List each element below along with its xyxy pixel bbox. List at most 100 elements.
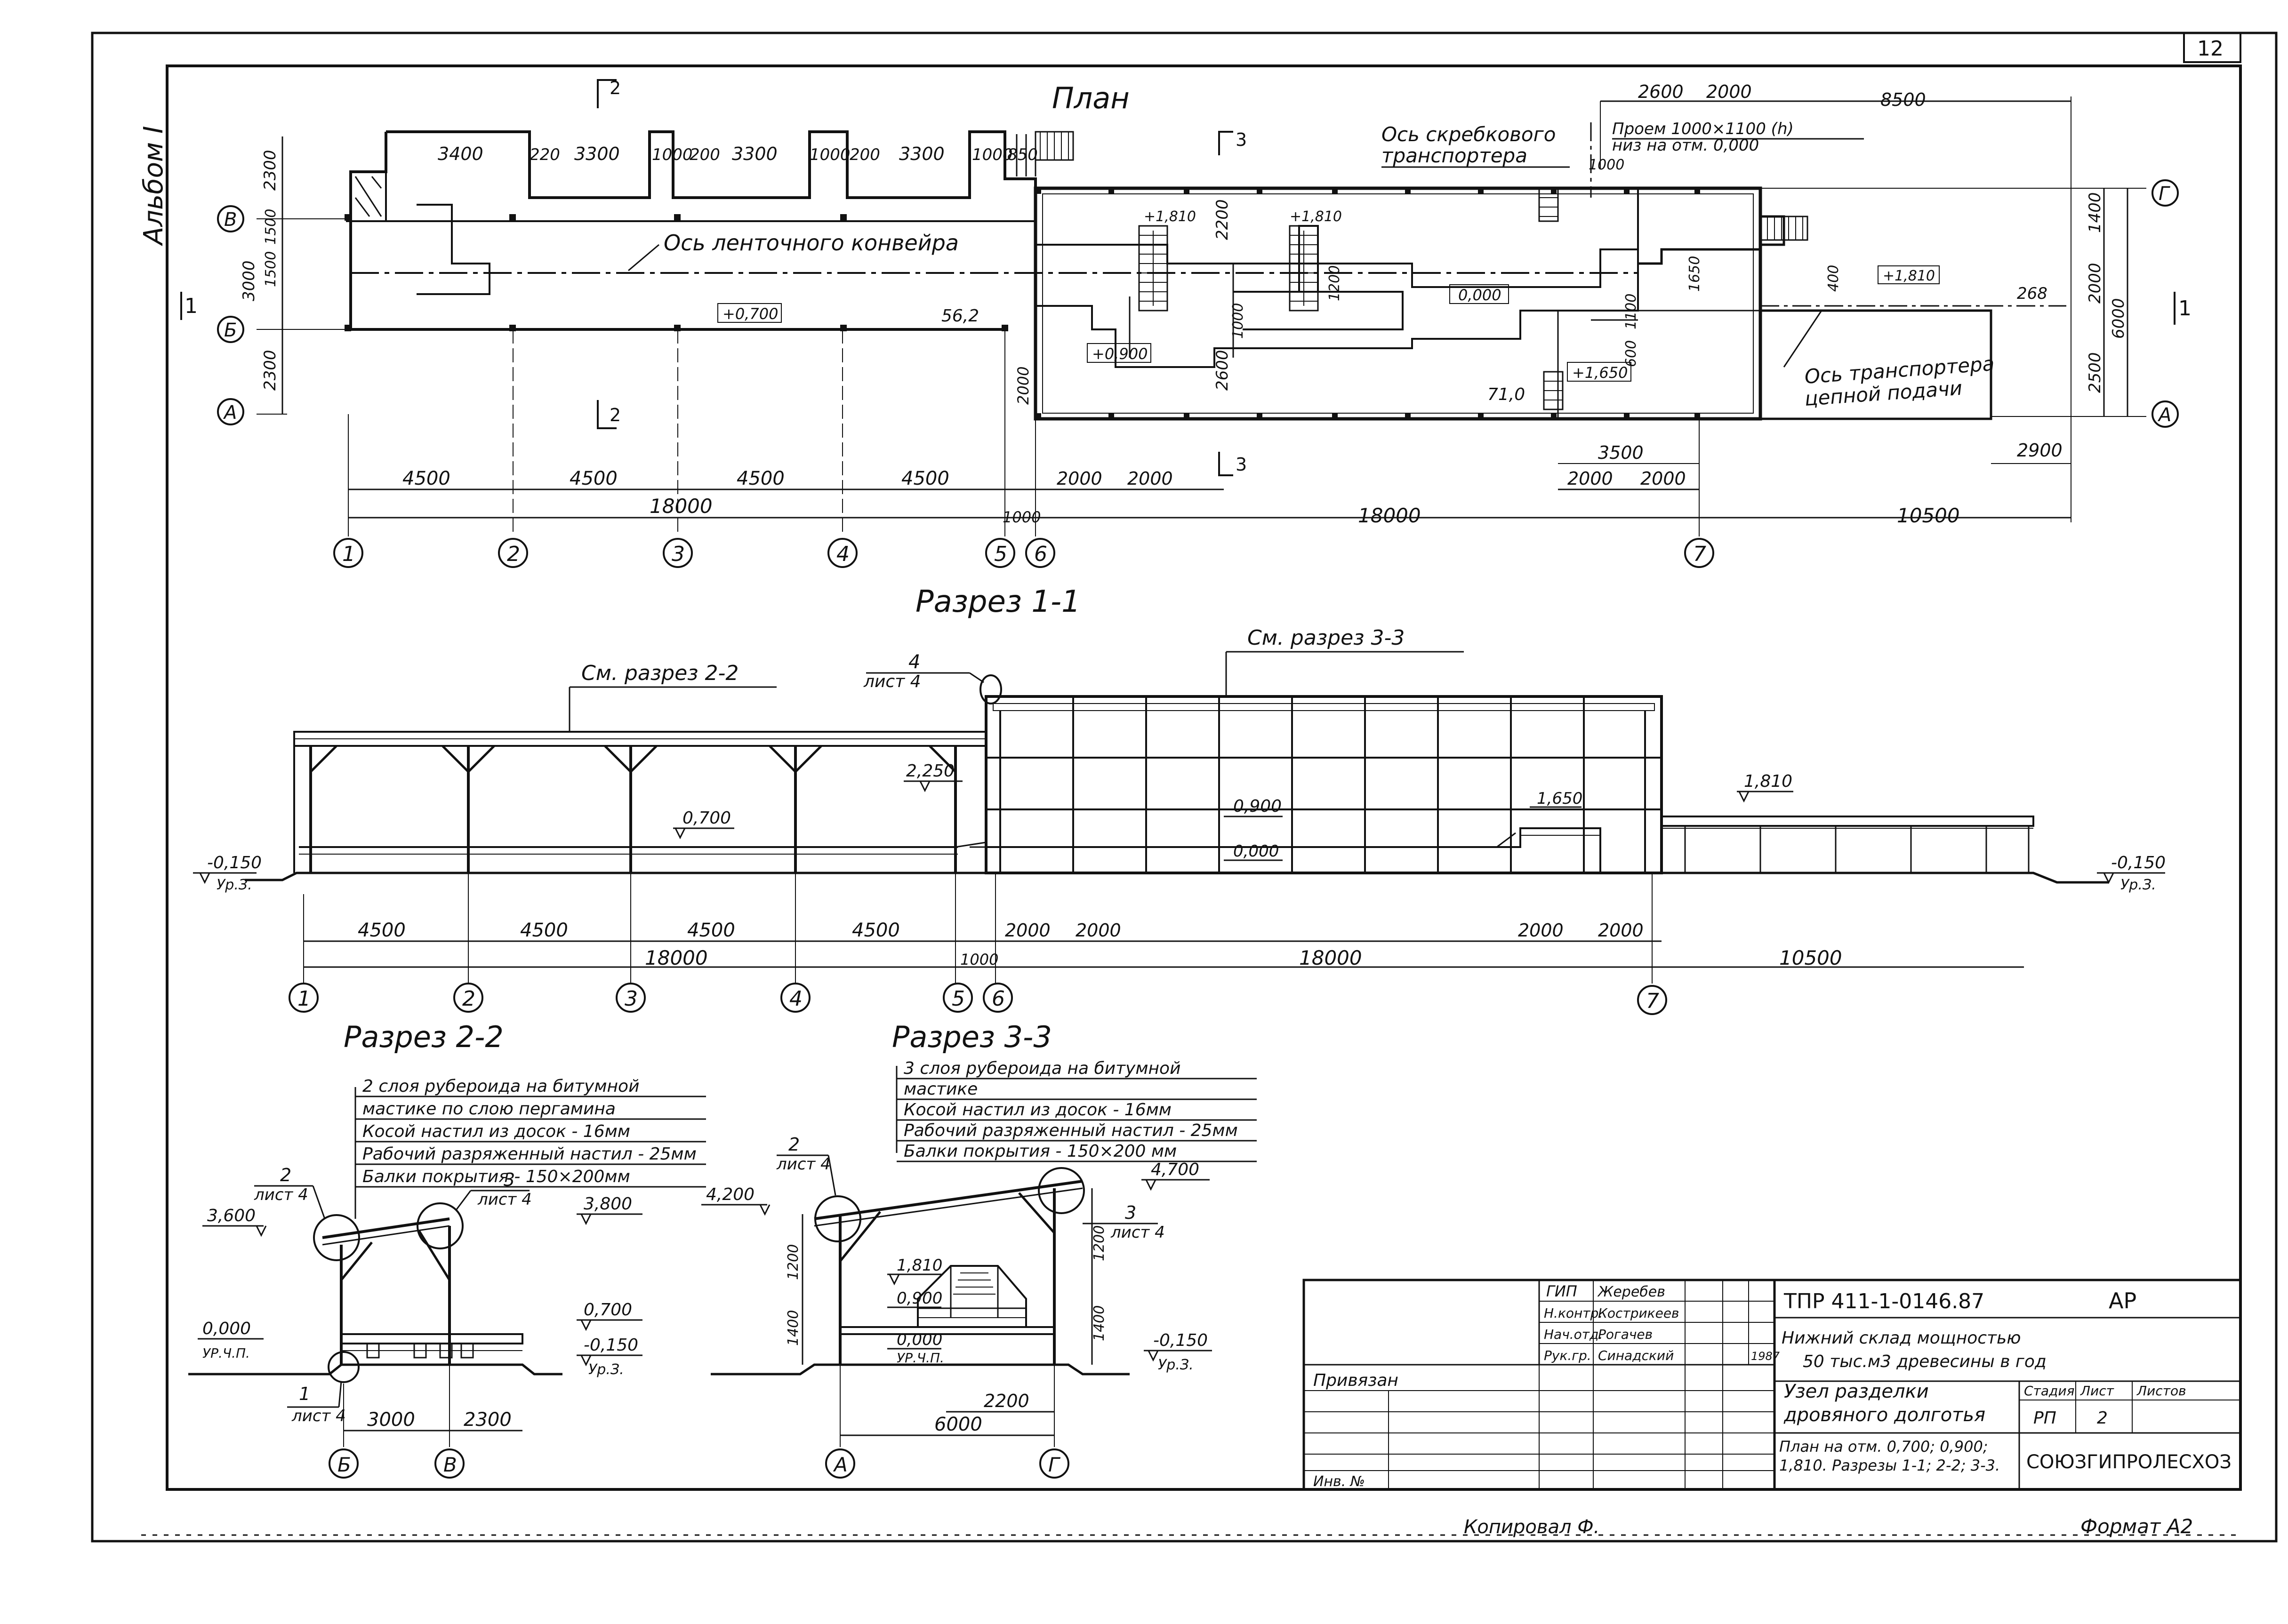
- scraper-axis-label-2: транспортера: [1381, 144, 1527, 167]
- plan-columns-building: [1036, 188, 1700, 419]
- s11-level-0000: 0,000: [1233, 842, 1279, 861]
- tb-name-nkontr: Кострикеев: [1598, 1305, 1679, 1321]
- plan-level-0900: +0,900: [1092, 345, 1148, 363]
- s33-dim-1400-left: 1400: [785, 1310, 802, 1346]
- s33-ground-label: Ур.З.: [1158, 1357, 1194, 1373]
- s33-note-3: Косой настил из досок - 16мм: [904, 1100, 1172, 1120]
- s11-levels: 2,250 0,700 0,900 0,000 1,650 1,810 -0,1…: [193, 761, 2166, 893]
- s33-note-1: 3 слоя рубероида на битумной: [904, 1059, 1180, 1078]
- cut-2-bottom: 2: [610, 405, 621, 425]
- tb-inv: Инв. №: [1313, 1473, 1365, 1490]
- s33-dim-1200-right: 1200: [1091, 1225, 1108, 1261]
- s11-ref-3-3: См. разрез 3-3: [1247, 626, 1405, 650]
- dim-left-2300-bot: 2300: [261, 350, 280, 391]
- plan-total-1000: 1000: [1003, 508, 1041, 526]
- opening-label-1: Проем 1000×1100 (h): [1612, 120, 1794, 138]
- s11-level-2250: 2,250: [906, 761, 955, 781]
- plan-col-3: 3: [672, 542, 685, 566]
- dim-3300-a: 3300: [574, 144, 620, 164]
- row-marker-v: В: [224, 209, 237, 231]
- s11-col-5: 5: [952, 987, 965, 1011]
- s11-col-7: 7: [1646, 989, 1659, 1013]
- s22-level-3600: 3,600: [207, 1206, 256, 1225]
- dim-1650-inner: 1650: [1686, 256, 1703, 292]
- plan-level-1810-a: +1,810: [1144, 208, 1196, 225]
- s22-note-4: Рабочий разряженный настил - 25мм: [362, 1144, 697, 1164]
- s11-level-m0150-left: -0,150: [207, 853, 262, 872]
- dim-2900: 2900: [2017, 440, 2063, 461]
- title-block: ГИП Жеребев Н.контр. Кострикеев Нач.отд.…: [1302, 1279, 2242, 1491]
- dim-1100-inner: 1100: [1623, 294, 1639, 329]
- s11-total-18000-left: 18000: [645, 946, 708, 969]
- plan-col-7: 7: [1693, 542, 1706, 566]
- plan-right-dims: 1400 2000 2500 6000 Г А 1: [1760, 179, 2192, 428]
- s22-note-1: 2 слоя рубероида на битумной: [362, 1077, 639, 1096]
- dim-1000-c: 1000: [972, 145, 1013, 164]
- plan-left-dims: 2300 1500 3000 1500 2300 В Б А: [217, 136, 351, 425]
- s11-col-3: 3: [625, 987, 638, 1011]
- dim-600-inner: 600: [1623, 340, 1639, 367]
- dim-3300-c: 3300: [899, 144, 945, 164]
- plan-span-2-3: 4500: [570, 468, 618, 489]
- s33-floor-label: УР.Ч.П.: [897, 1350, 944, 1366]
- s11-level-0900: 0,900: [1233, 797, 1282, 816]
- dim-400: 400: [1825, 265, 1842, 292]
- cut-2-top: 2: [610, 78, 621, 98]
- tb-name-gip: Жеребев: [1597, 1284, 1665, 1300]
- s33-level-0900: 0,900: [897, 1289, 942, 1308]
- belt-conveyor-axis-label: Ось ленточного конвейра: [664, 230, 959, 256]
- s11-ground-left: Ур.З.: [217, 877, 252, 893]
- section-2-2: Разрез 2-2 2 слоя рубероида на битумной …: [188, 1020, 706, 1479]
- s33-callout-2-num: 2: [788, 1134, 800, 1155]
- plan-span-6-b: 2000: [1127, 468, 1173, 489]
- s11-total-1000: 1000: [960, 951, 998, 968]
- plan-col-4: 4: [836, 542, 850, 566]
- dim-200-b: 200: [850, 145, 880, 164]
- cut-3-top: 3: [1236, 129, 1247, 150]
- plan-level-0700: +0,700: [723, 305, 778, 323]
- s22-level-3800: 3,800: [584, 1194, 632, 1214]
- row-marker-a-right: А: [2157, 404, 2171, 426]
- s33-level-4700: 4,700: [1151, 1160, 1199, 1179]
- dim-2600: 2600: [1638, 81, 1684, 102]
- section-mark-1-right: 1: [2178, 296, 2192, 320]
- tb-name-nachotd: Рогачев: [1598, 1327, 1653, 1342]
- s22-row-b: Б: [337, 1453, 351, 1476]
- section-2-2-title: Разрез 2-2: [344, 1020, 504, 1054]
- sheet-number: 12: [2197, 37, 2224, 61]
- s11-span-7-b: 2000: [1598, 920, 1644, 941]
- s11-callout-sheet: лист 4: [863, 672, 921, 691]
- section-1-1-building: [970, 695, 1663, 874]
- dim-left-3000: 3000: [240, 260, 258, 301]
- s11-level-0700: 0,700: [682, 808, 731, 828]
- dim-268: 268: [2017, 284, 2047, 303]
- section-3-3-title: Разрез 3-3: [892, 1020, 1052, 1054]
- s11-span-6-b: 2000: [1076, 920, 1121, 941]
- plan-span-7-a: 2000: [1567, 468, 1613, 489]
- section-1-1-platform: [1661, 816, 2034, 873]
- section-mark-1-left: 1: [185, 294, 198, 318]
- tb-h-stage: Стадия: [2024, 1383, 2074, 1399]
- s33-notes: 3 слоя рубероида на битумной мастике Кос…: [896, 1059, 1257, 1162]
- sheet-frame: 12 Альбом I 1 Копировал Ф. Формат А2: [91, 32, 2278, 1543]
- s22-levels: 3,600 3,800 0,700 0,000 УР.Ч.П. -0,150 У…: [198, 1194, 642, 1378]
- album-label: Альбом I: [138, 126, 169, 246]
- s22-dim-3000: 3000: [367, 1409, 415, 1431]
- s22-note-3: Косой настил из досок - 16мм: [362, 1122, 630, 1141]
- plan-span-3-4: 4500: [737, 468, 785, 489]
- s22-callout-1-num: 1: [299, 1384, 310, 1404]
- s11-ref-2-2: См. разрез 2-2: [581, 661, 739, 685]
- s33-structure: [711, 1167, 1130, 1376]
- plan-span-6-a: 2000: [1057, 468, 1102, 489]
- s11-level-m0150-right: -0,150: [2111, 853, 2166, 872]
- plan-top-dims: 3400 220 3300 1000 200 3300 1000 200 330…: [438, 81, 2071, 522]
- s33-level-1810: 1,810: [897, 1256, 942, 1275]
- s22-row-v: В: [443, 1453, 457, 1476]
- row-marker-a: А: [223, 402, 237, 424]
- row-marker-b: Б: [224, 320, 237, 341]
- tb-h-sheet: Лист: [2080, 1383, 2114, 1399]
- s11-col-2: 2: [462, 987, 475, 1011]
- dim-71-0: 71,0: [1487, 385, 1525, 404]
- tb-desc-1: План на отм. 0,700; 0,900;: [1779, 1438, 1988, 1456]
- dim-2200-left: 2000: [1014, 367, 1032, 405]
